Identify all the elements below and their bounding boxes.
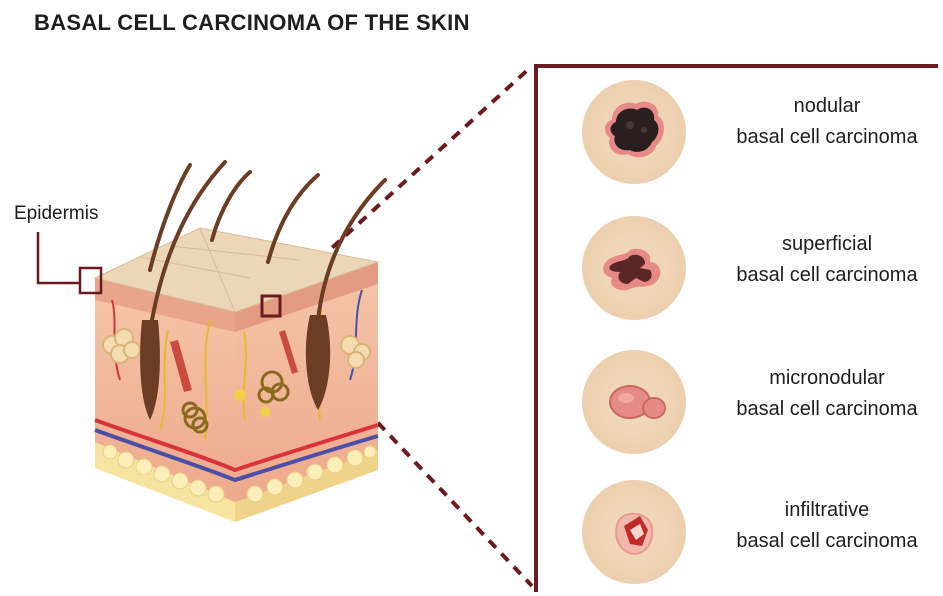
nodular-lesion-icon — [582, 80, 686, 184]
micronodular-lesion-icon — [582, 350, 686, 454]
infiltrative-lesion-icon — [582, 480, 686, 584]
superficial-lesion-icon — [582, 216, 686, 320]
